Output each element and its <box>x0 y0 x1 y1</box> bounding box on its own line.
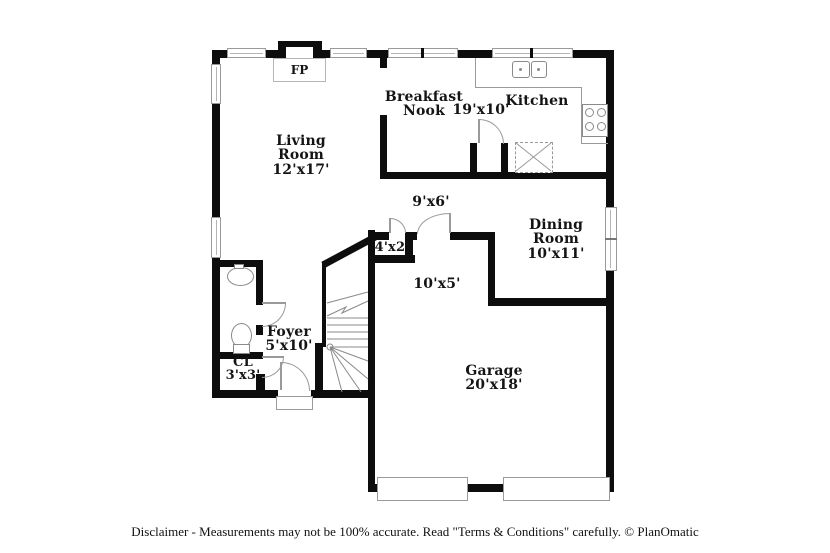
wall-hall-c <box>450 232 495 240</box>
counter-edge <box>581 143 608 144</box>
sink-drain-icon <box>519 68 522 71</box>
appliance-pad-icon <box>515 142 553 173</box>
window-left-upper <box>211 64 221 104</box>
room-label-foyer: Foyer 5'x10' <box>254 325 324 354</box>
burner-icon <box>597 122 606 131</box>
vanity-sink-icon <box>227 267 254 286</box>
counter-edge <box>475 58 476 88</box>
wall-dining-left <box>488 232 495 306</box>
wall-powder-bottom <box>219 352 263 359</box>
wall-nook-bottom <box>380 172 607 179</box>
wall-garage-bottom <box>368 484 614 492</box>
door-panel-garage-entry <box>449 213 451 233</box>
garage-door-right <box>503 477 610 501</box>
wall-bottom-foyer-left <box>212 390 278 398</box>
room-label-kitchen: Kitchen <box>502 93 572 109</box>
room-dims: 5'x10' <box>265 338 313 355</box>
fireplace-firebox <box>286 47 313 58</box>
wall-nook-stub-top <box>380 58 387 68</box>
wall-kitchen-jamb-right <box>501 143 508 173</box>
wall-foyer-stairs <box>315 343 323 392</box>
window-nook-mullion <box>421 48 424 58</box>
door-swing-closet42 <box>390 218 406 233</box>
room-dims: 19'x10' <box>452 102 510 118</box>
burner-icon <box>585 122 594 131</box>
faucet-icon <box>234 264 244 269</box>
room-dims-hallway: 9'x6' <box>403 194 459 210</box>
wall-closet42-bottom <box>371 255 415 263</box>
door-swing-nook <box>479 119 504 144</box>
burner-icon <box>585 108 594 117</box>
window-top-living-right <box>330 48 367 58</box>
room-name: Garage <box>465 363 523 379</box>
window-dining-rail <box>605 238 617 240</box>
room-dims: 20'x18' <box>465 377 523 394</box>
wall-garage-left <box>368 230 375 492</box>
door-swing-entry <box>281 362 310 391</box>
room-label-breakfast-nook: Breakfast Nook <box>377 90 472 119</box>
room-label-garage: Garage 20'x18' <box>454 364 534 393</box>
wall-powder-top <box>219 260 263 267</box>
wall-right <box>606 50 614 492</box>
room-dims: 4'x2' <box>374 240 410 255</box>
room-dims-garage-entry: 10'x5' <box>407 276 467 292</box>
entry-stoop <box>276 396 313 410</box>
toilet-tank-icon <box>233 344 250 354</box>
wall-kitchen-jamb-left <box>470 143 477 173</box>
room-label-living: Living Room 12'x17' <box>265 134 337 177</box>
room-name: Foyer <box>267 324 311 340</box>
door-swing-garage-entry <box>417 213 450 234</box>
counter-edge <box>475 87 582 88</box>
room-name: Kitchen <box>505 93 569 109</box>
room-name: Breakfast Nook <box>384 89 464 120</box>
window-top-living-left <box>227 48 266 58</box>
wall-powder-right <box>256 260 263 305</box>
wall-bottom-foyer-right <box>311 390 375 398</box>
window-kitchen-mullion <box>530 48 533 58</box>
wall-hall-b <box>405 232 417 240</box>
room-dims: 10'x11' <box>527 245 585 262</box>
room-dims-closet42: 4'x2' <box>367 240 417 255</box>
sink-drain-icon <box>537 68 540 71</box>
wall-powder-right-post <box>256 325 263 335</box>
room-name: Dining Room <box>528 217 584 248</box>
wall-hall-a <box>373 232 389 240</box>
wall-stairs-thin <box>322 263 326 347</box>
window-left-lower <box>211 217 221 258</box>
wall-closet-right-post <box>256 374 265 391</box>
room-dims: 12'x17' <box>272 161 330 178</box>
counter-edge <box>581 87 582 144</box>
wall-closet42-right <box>405 240 413 263</box>
room-name: CL <box>233 355 253 370</box>
room-label-dining: Dining Room 10'x11' <box>523 218 589 261</box>
garage-door-left <box>377 477 468 501</box>
room-label-closet: CL 3'x3' <box>213 356 273 383</box>
wall-nook-stub <box>380 115 387 179</box>
wall-garage-top <box>488 298 614 306</box>
room-dims: 10'x5' <box>413 276 461 292</box>
disclaimer-text: Disclaimer - Measurements may not be 100… <box>131 524 699 539</box>
burner-icon <box>597 108 606 117</box>
room-dims-breakfast-nook: 19'x10' <box>451 102 511 118</box>
room-name: Living Room <box>276 133 326 164</box>
room-dims: 3'x3' <box>225 368 261 384</box>
room-dims: 9'x6' <box>412 194 450 210</box>
fireplace: FP <box>273 58 326 82</box>
fireplace-label: FP <box>290 63 309 77</box>
